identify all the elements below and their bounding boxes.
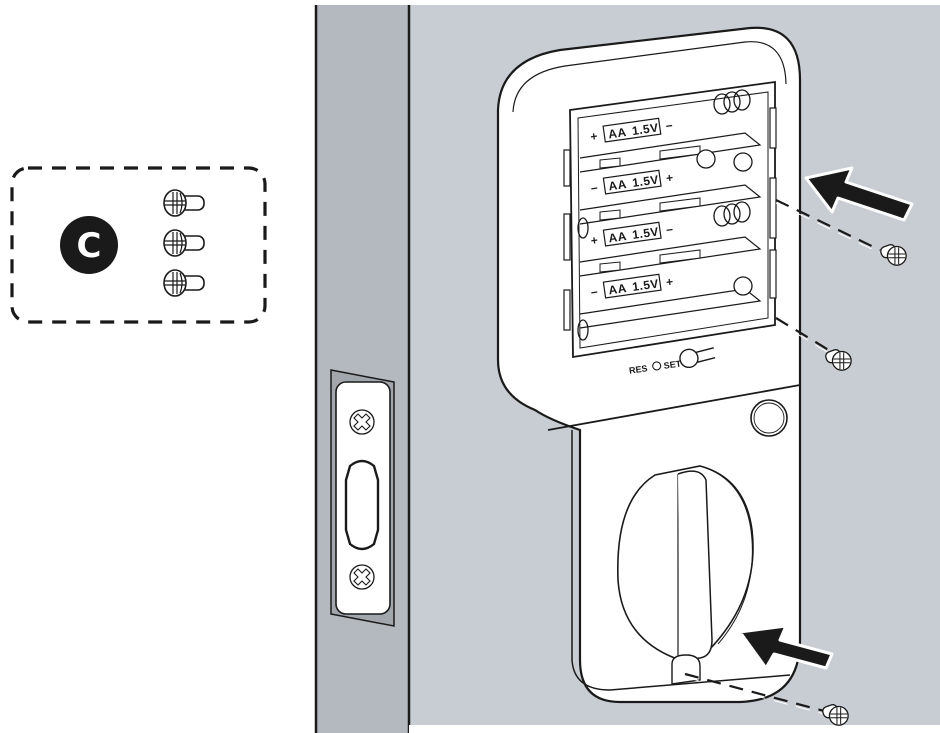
battery-voltage: 1.5V [631,172,659,190]
battery-slot-1: + AA 1.5V − [590,117,674,144]
arrow-icon [804,166,914,222]
polarity-right: − [665,222,674,237]
part-letter: C [77,226,102,266]
screw-icon [349,409,375,435]
battery-spring [713,201,751,227]
screw-icon [163,189,205,217]
set-button[interactable] [679,346,716,369]
dashed-callout-border [10,166,267,324]
polarity-left: − [590,285,599,300]
screw-icon [163,229,205,257]
battery-slot-4: − AA 1.5V + [590,273,674,300]
res-label: RES [628,363,648,375]
polarity-left: − [590,181,599,196]
battery-type: AA [608,177,628,193]
polarity-right: + [665,274,674,289]
res-indicator [652,361,662,371]
battery-spring [713,89,751,115]
battery-type: AA [608,281,628,297]
door-edge [316,5,410,733]
battery-slot-3: + AA 1.5V − [590,221,674,248]
polarity-left: + [590,129,599,144]
arrow-icon [738,624,834,670]
compartment-tabs [563,107,777,331]
screw-icon [163,269,205,297]
battery-slot-2: − AA 1.5V + [590,169,674,196]
badge-circle [60,216,118,274]
thumbturn[interactable] [616,465,754,661]
battery-spring [577,217,589,341]
battery-compartment: + AA 1.5V − − AA 1.5V + + AA 1.5V − [563,80,777,359]
battery-type: AA [607,125,627,141]
parts-callout: C [10,166,267,324]
latch-faceplate [330,369,395,627]
battery-voltage: 1.5V [631,120,659,138]
bolt-hole [344,459,380,551]
polarity-right: − [665,118,674,133]
screw-icon [349,564,375,590]
reset-set-control: RES SET [628,346,716,376]
polarity-right: + [665,170,674,185]
screw-path-lines [684,199,881,714]
part-letter-badge: C [60,216,118,274]
polarity-left: + [590,233,599,248]
set-label: SET [663,358,682,370]
indicator-button[interactable] [750,399,788,437]
battery-voltage: 1.5V [631,276,659,294]
lock-interior-assembly: + AA 1.5V − − AA 1.5V + + AA 1.5V − [496,26,802,704]
battery-contact [696,149,753,296]
battery-voltage: 1.5V [631,224,659,242]
battery-type: AA [608,229,628,245]
